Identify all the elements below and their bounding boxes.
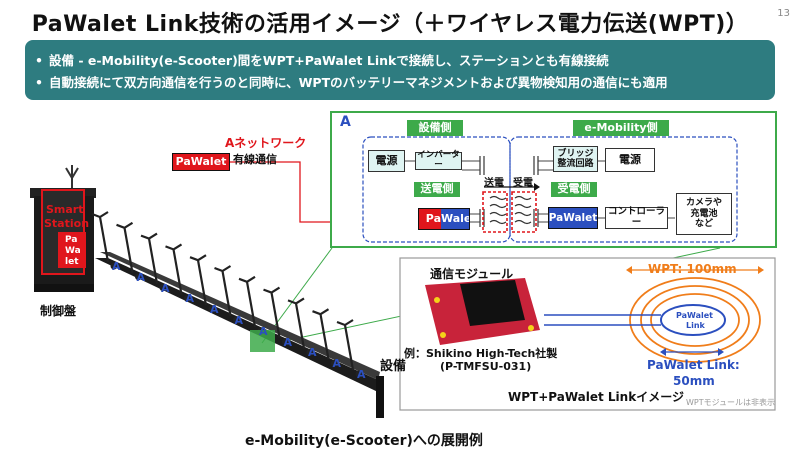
scooter-icon [116,221,142,281]
module-part-number: (P-TMFSU-031) [440,360,532,373]
mobility-side-group [509,136,738,243]
bridge-label: ブリッジ [557,148,594,159]
rx-side-label: 受電側 [551,182,597,197]
controller-box: コントローラー [605,206,668,229]
diagram-letter: A [340,114,351,130]
ring-pawalet-label: PaWalet [676,311,713,320]
devices-label: など [694,219,713,230]
wpt-range-arrow-icon [626,266,764,274]
bullet-banner: • 設備 - e-Mobility(e-Scooter)間をWPT+PaWalet… [25,40,775,100]
bullet-item: • 設備 - e-Mobility(e-Scooter)間をWPT+PaWalet… [35,50,609,69]
inverter-box: インバーター [415,150,462,170]
scooter-icon [189,254,216,313]
scooter-icon [165,243,191,302]
antenna-icon [65,165,79,188]
station-name: Station [44,217,90,230]
bridge-label: 整流回路 [557,159,594,169]
node-label: A [357,368,366,381]
wired-comm-label: 有線通信 [233,153,277,166]
scooter-icon [287,297,314,356]
slide-title: PaWalet Link技術の活用イメージ（＋ワイヤレス電力伝送(WPT)） [31,12,749,37]
scooter-group [91,211,363,378]
link-range-label: PaWalet Link: [647,358,740,372]
coil-icon [489,195,532,225]
page-number: 13 [777,8,790,19]
tx-label: 送電 [484,178,504,189]
tx-pawalet-chip: Pa Walet [418,208,470,230]
bullet-text: 自動接続にて双方向通信を行うのと同時に、WPTのバッテリーマネジメントおよび異物… [49,75,668,90]
equipment-side-label: 設備側 [407,120,463,136]
node-label: A [283,335,293,349]
node-label: A [210,303,219,317]
highlight-node [250,330,275,352]
pawalet-link-ring [660,304,726,336]
scooter-icon [336,319,363,378]
rx-coupler [511,191,537,233]
chip-pa: Pa [419,209,441,229]
bullet-marker: • [35,53,43,68]
scooter-rack [95,252,384,418]
station-badge-text: let [65,257,79,267]
bridge-rectifier-box: ブリッジ 整流回路 [553,146,598,172]
devices-label: 充電池 [690,208,718,219]
mobility-power-box: 電源 [605,148,655,172]
ring-link-label: Link [686,321,705,330]
node-label: A [136,270,146,284]
transmission-arrow-icon [484,183,540,191]
node-label: A [234,314,244,327]
scene-caption: e-Mobility(e-Scooter)への展開例 [245,433,483,449]
tx-side-label: 送電側 [414,182,460,197]
equipment-side-group [362,136,511,243]
equipment-label: 設備 [380,359,407,374]
control-panel-label: 制御盤 [40,304,77,318]
scooter-icon [214,265,240,324]
module-note: WPTモジュールは非表示 [686,398,776,407]
scooter-icon [140,232,167,292]
node-label: A [112,260,121,273]
node-label: A [308,346,317,360]
scooter-icon [91,211,118,270]
wpt-range-label: WPT: 100mm [648,262,737,276]
devices-box: カメラや 充電池 など [676,193,732,235]
station-badge-text: Pa [65,235,78,245]
wpt-coil-rings [629,277,761,363]
scooter-icon [263,286,289,346]
network-pawalet-badge: PaWalet [172,153,230,171]
chip-walet: Walet [441,209,469,229]
station-badge-text: Wa [65,246,81,256]
bullet-text: 設備 - e-Mobility(e-Scooter)間をWPT+PaWalet … [49,53,609,68]
rx-label: 受電 [513,178,533,189]
node-label: A [332,357,342,371]
station-name: Smart [46,203,84,216]
power-source-box: 電源 [368,150,405,172]
smart-station-cabinet [30,188,96,292]
network-label: Aネットワーク [225,136,307,150]
module-image-caption: WPT+PaWalet Linkイメージ [508,390,684,404]
bullet-marker: • [35,75,43,90]
node-label: A [185,292,195,306]
devices-label: カメラや [685,198,722,209]
module-title: 通信モジュール [430,267,514,281]
module-example: 例：Shikino High-Tech社製 [404,347,558,360]
scooter-icon [312,308,338,367]
mobility-side-label: e-Mobility側 [573,120,669,136]
tx-coupler [482,191,508,233]
node-label: A [161,281,170,295]
rx-pawalet-chip: PaWalet [548,207,598,229]
module-board-image [425,278,540,345]
link-range-arrow-icon [660,348,724,356]
node-label: A [259,324,268,338]
bullet-item: • 自動接続にて双方向通信を行うのと同時に、WPTのバッテリーマネジメントおよび異… [35,72,668,91]
link-range-value: 50mm [673,374,715,388]
